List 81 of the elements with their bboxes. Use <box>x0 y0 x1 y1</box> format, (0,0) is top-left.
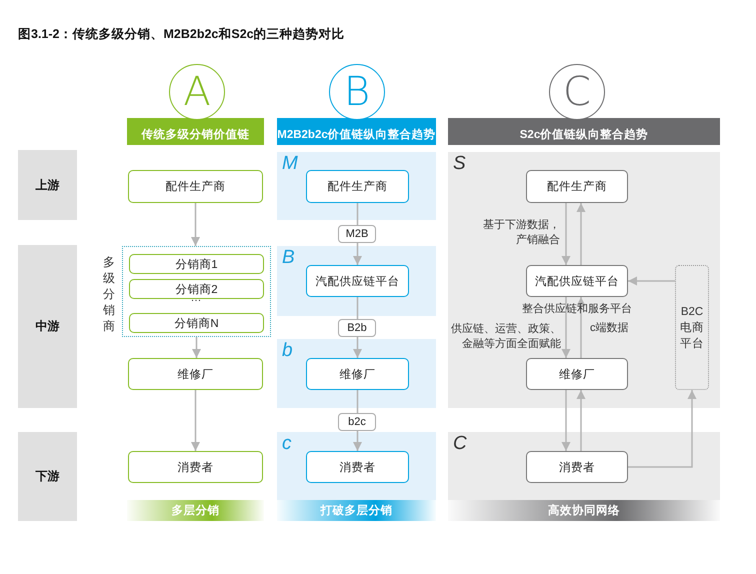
arrow <box>576 390 586 451</box>
column-letter: A <box>183 69 211 115</box>
stage-band <box>18 150 77 220</box>
process-box <box>306 265 409 297</box>
tier-band <box>448 432 720 500</box>
arrow <box>191 390 200 451</box>
arrow <box>562 297 570 358</box>
node-label: 打破多层分销 <box>320 503 392 518</box>
node-label: M2B2b2c价值链纵向整合趋势 <box>277 127 436 142</box>
tier-band <box>448 152 720 408</box>
node-label: 中游 <box>36 318 60 335</box>
node-label: B2C电商平台 <box>679 304 705 352</box>
tier-band <box>277 432 436 500</box>
node-label: 分销商2 <box>175 282 218 296</box>
stage-band <box>18 432 77 521</box>
node-label: 高效协同网络 <box>548 503 620 518</box>
process-box <box>306 451 409 483</box>
process-box <box>128 358 263 390</box>
edge-label: B2b <box>338 319 376 337</box>
footer-bar <box>448 500 720 521</box>
node-label: 配件生产商 <box>328 179 388 194</box>
process-box <box>526 358 628 390</box>
node-label: 消费者 <box>340 460 376 474</box>
arrow <box>628 390 696 468</box>
column-header <box>277 118 436 145</box>
side-label: 多级分销商 <box>102 254 116 334</box>
node-label: 维修厂 <box>340 368 376 382</box>
tier-letter: S <box>453 153 466 175</box>
column-letter: B <box>344 69 370 115</box>
arrow <box>576 297 586 358</box>
tier-band <box>277 246 436 316</box>
arrow <box>562 203 570 265</box>
process-box <box>526 265 628 297</box>
tier-letter: C <box>453 433 467 455</box>
node-label: 维修厂 <box>178 368 214 382</box>
column-header <box>127 118 264 145</box>
node-label: S2c价值链纵向整合趋势 <box>520 127 648 142</box>
node-label: 分销商N <box>174 316 219 330</box>
tier-band <box>277 152 436 220</box>
process-box <box>129 279 264 299</box>
node-label: 配件生产商 <box>547 179 607 194</box>
tier-letter: b <box>282 340 293 362</box>
platform-box <box>675 265 709 390</box>
process-box <box>526 451 628 483</box>
node-label: 消费者 <box>178 460 214 474</box>
arrow <box>562 390 570 451</box>
process-box <box>128 451 263 483</box>
edge-label: M2B <box>338 225 376 243</box>
process-box <box>526 170 628 203</box>
arrow <box>192 337 201 358</box>
tier-band <box>277 339 436 408</box>
stage-band <box>18 245 77 408</box>
arrow <box>576 203 586 265</box>
process-box <box>306 358 409 390</box>
node-label: 汽配供应链平台 <box>535 274 619 288</box>
column-letter: C <box>563 69 591 115</box>
process-box <box>129 313 264 333</box>
node-label: 消费者 <box>559 460 595 474</box>
edge-label: b2c <box>338 413 376 431</box>
group-box <box>122 246 271 337</box>
tier-letter: c <box>282 433 292 455</box>
footer-bar <box>127 500 264 521</box>
node-label: 上游 <box>36 176 60 194</box>
node-label: 传统多级分销价值链 <box>142 127 250 142</box>
process-box <box>306 170 409 203</box>
node-label: 汽配供应链平台 <box>316 274 400 288</box>
node-label: 维修厂 <box>559 368 595 382</box>
footer-bar <box>277 500 436 521</box>
arrow <box>191 203 200 246</box>
side-label: 整合供应链和服务平台 <box>521 302 633 316</box>
process-box <box>128 170 263 203</box>
node-label: 下游 <box>36 468 60 485</box>
tier-letter: M <box>282 153 298 175</box>
column-header <box>448 118 720 145</box>
arrow <box>628 276 675 286</box>
node-label: 配件生产商 <box>166 179 226 194</box>
process-box <box>129 254 264 274</box>
node-label: 分销商1 <box>175 257 218 272</box>
tier-letter: B <box>282 247 295 269</box>
figure-title: 图3.1-2：传统多级分销、M2B2b2c和S2c的三种趋势对比 <box>18 26 345 43</box>
node-label: 多层分销 <box>172 503 220 518</box>
